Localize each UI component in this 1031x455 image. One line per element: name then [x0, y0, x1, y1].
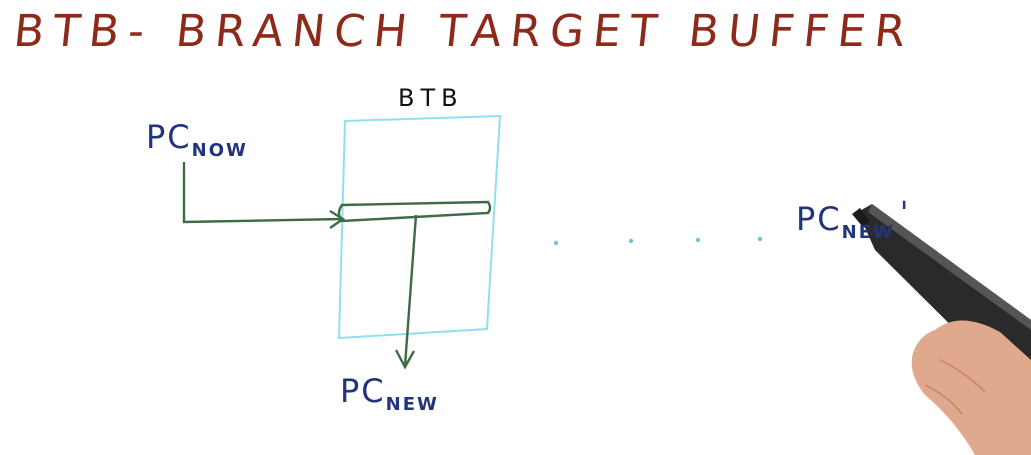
pc-new-label: PCNEW: [340, 372, 439, 415]
pc-now-main: PC: [146, 118, 192, 156]
pc-new-arrow: [403, 214, 418, 367]
pc-now-arrow: [182, 162, 343, 224]
prime-mark: ': [900, 196, 909, 231]
btb-box-label: BTB: [398, 84, 464, 112]
btb-entry-row: [337, 200, 492, 223]
pc-new-sub: NEW: [385, 394, 439, 415]
btb-box: [337, 114, 502, 340]
ellipsis-dot: [553, 240, 559, 246]
pc-new-main: PC: [340, 372, 386, 410]
pc-new-prime-label: PCNEW: [796, 200, 895, 243]
pc-new-prime-main: PC: [796, 200, 842, 238]
pc-new-arrowhead: [394, 349, 416, 370]
ellipsis-dot: [628, 238, 634, 244]
ellipsis-dot: [695, 237, 701, 243]
ellipsis-dot: [757, 236, 763, 242]
pc-now-label: PCNOW: [146, 118, 248, 161]
pc-now-sub: NOW: [191, 140, 248, 161]
pc-new-prime-sub: NEW: [841, 222, 895, 243]
hand-icon: [911, 320, 1031, 455]
pc-now-arrowhead: [329, 209, 346, 229]
